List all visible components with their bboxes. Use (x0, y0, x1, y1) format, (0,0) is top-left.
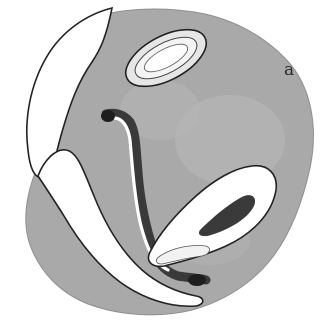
duct-opening-bottom (188, 274, 206, 286)
duct-opening-top (101, 110, 115, 122)
panel-label: a (284, 62, 294, 79)
